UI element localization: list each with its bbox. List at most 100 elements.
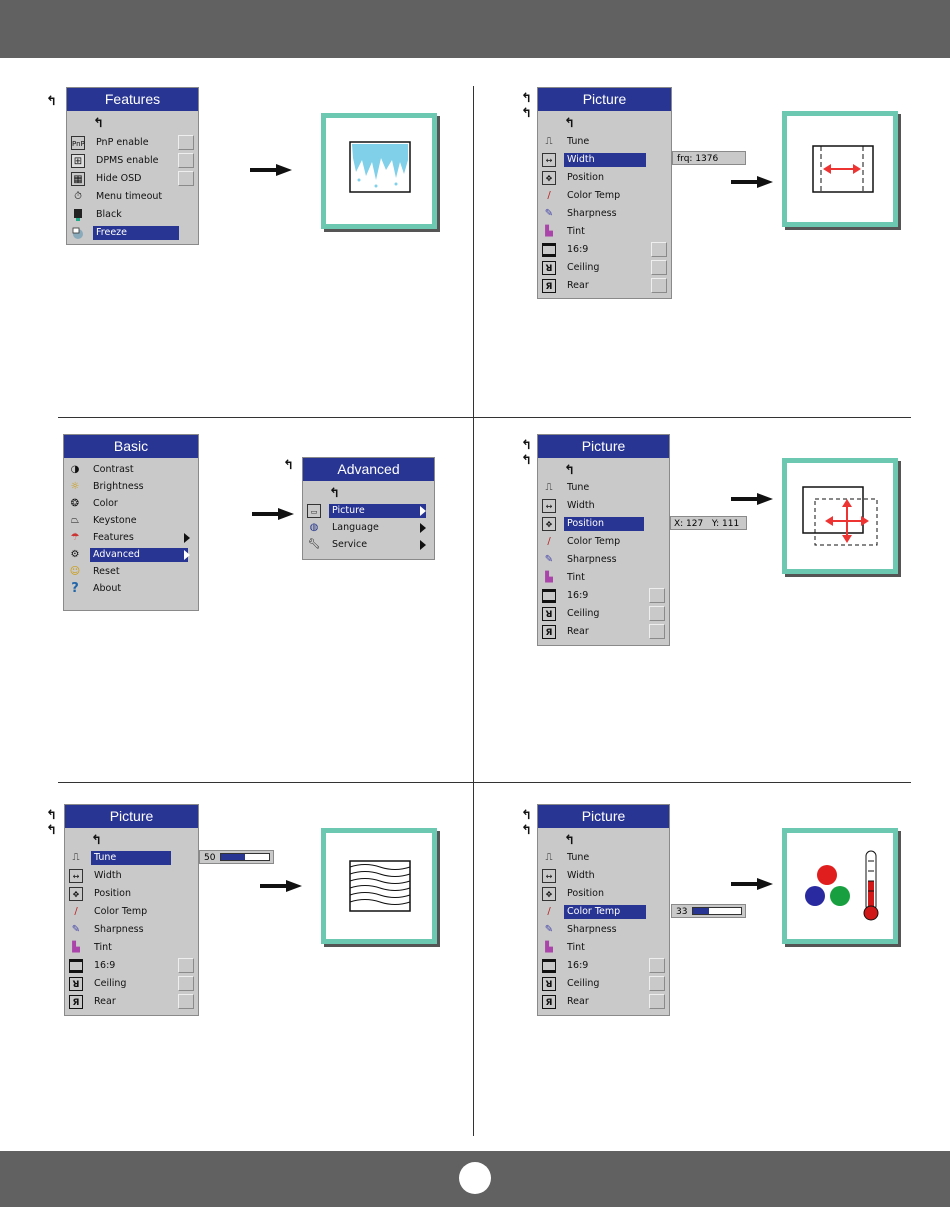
checkbox[interactable]	[178, 958, 194, 973]
menu-item-label: 16:9	[567, 244, 589, 255]
menu-item-tint[interactable]: ▙Tint	[538, 939, 669, 957]
back-icon[interactable]: ↰	[93, 116, 104, 131]
checkbox[interactable]	[649, 588, 665, 603]
menu-item-picture[interactable]: ▭Picture	[303, 502, 434, 520]
menu-item-advanced[interactable]: ⚙Advanced	[64, 546, 198, 564]
menu-item-features[interactable]: ☂Features	[64, 529, 198, 547]
menu-item-label: 16:9	[94, 960, 116, 971]
menu-item-contrast[interactable]: ◑Contrast	[64, 461, 198, 479]
menu-item-position[interactable]: ✥Position	[538, 169, 671, 187]
menu-item-hide-osd[interactable]: ▦ Hide OSD	[67, 170, 198, 188]
menu-item-color-temp[interactable]: /Color Temp	[65, 903, 198, 921]
menu-item-width[interactable]: ↔Width	[538, 497, 669, 515]
menu-item-tune[interactable]: ⎍Tune	[65, 849, 198, 867]
menu-item-keystone[interactable]: ⏢Keystone	[64, 512, 198, 530]
back-arrow-icon[interactable]: ↰	[521, 106, 532, 121]
menu-item-tint[interactable]: ▙Tint	[538, 223, 671, 241]
menu-item-black[interactable]: Black	[67, 206, 198, 224]
menu-item-color-temp[interactable]: /Color Temp	[538, 187, 671, 205]
right-arrow-icon	[731, 493, 773, 505]
checkbox[interactable]	[178, 153, 194, 168]
menu-item-sharpness[interactable]: ✎Sharpness	[65, 921, 198, 939]
checkbox[interactable]	[649, 624, 665, 639]
menu-item-reset[interactable]: ☺Reset	[64, 563, 198, 581]
checkbox[interactable]	[649, 606, 665, 621]
checkbox[interactable]	[178, 994, 194, 1009]
menu-item-color-temp[interactable]: /Color Temp	[538, 903, 669, 921]
menu-item-menu-timeout[interactable]: ⏱ Menu timeout	[67, 188, 198, 206]
menu-item-tint[interactable]: ▙Tint	[538, 569, 669, 587]
back-arrow-icon[interactable]: ↰	[46, 823, 57, 838]
menu-item-width[interactable]: ↔Width	[538, 867, 669, 885]
checkbox[interactable]	[651, 242, 667, 257]
menu-item-tune[interactable]: ⎍Tune	[538, 849, 669, 867]
menu-item-pnp-enable[interactable]: PnP PnP enable	[67, 134, 198, 152]
menu-item-16-9[interactable]: 16:9	[538, 957, 669, 975]
menu-item-label: 16:9	[567, 960, 589, 971]
tune-slider[interactable]: 50	[199, 850, 274, 864]
menu-item-color[interactable]: ❂Color	[64, 495, 198, 513]
thermometer-icon: /	[547, 906, 551, 917]
back-arrow-icon[interactable]: ↰	[521, 91, 532, 106]
menu-item-brightness[interactable]: ☼Brightness	[64, 478, 198, 496]
checkbox[interactable]	[649, 958, 665, 973]
menu-item-position[interactable]: ✥Position	[538, 885, 669, 903]
menu-item-freeze[interactable]: Freeze	[67, 224, 198, 242]
menu-item-language[interactable]: ◍Language	[303, 519, 434, 537]
checkbox[interactable]	[178, 135, 194, 150]
menu-item-sharpness[interactable]: ✎Sharpness	[538, 205, 671, 223]
checkbox[interactable]	[178, 171, 194, 186]
menu-item-16-9[interactable]: 16:9	[65, 957, 198, 975]
picture-menu: Picture ↰ ⎍Tune ↔Width ✥Position /Color …	[537, 434, 670, 646]
back-arrow-icon[interactable]: ↰	[521, 453, 532, 468]
menu-item-service[interactable]: 🔧︎Service	[303, 536, 434, 554]
back-arrow-icon[interactable]: ↰	[521, 808, 532, 823]
menu-item-width[interactable]: ↔Width	[65, 867, 198, 885]
menu-item-dpms-enable[interactable]: ⊞ DPMS enable	[67, 152, 198, 170]
menu-item-tint[interactable]: ▙Tint	[65, 939, 198, 957]
menu-item-label: Menu timeout	[96, 191, 163, 202]
checkbox[interactable]	[649, 976, 665, 991]
menu-item-position[interactable]: ✥Position	[538, 515, 669, 533]
back-arrow-icon[interactable]: ↰	[46, 94, 57, 109]
menu-item-color-temp[interactable]: /Color Temp	[538, 533, 669, 551]
checkbox[interactable]	[651, 278, 667, 293]
back-icon[interactable]: ↰	[564, 116, 575, 131]
back-icon[interactable]: ↰	[91, 833, 102, 848]
menu-item-label: 16:9	[567, 590, 589, 601]
menu-item-sharpness[interactable]: ✎Sharpness	[538, 921, 669, 939]
checkbox[interactable]	[649, 994, 665, 1009]
menu-item-tune[interactable]: ⎍Tune	[538, 133, 671, 151]
checkbox[interactable]	[178, 976, 194, 991]
back-arrow-icon[interactable]: ↰	[46, 808, 57, 823]
menu-item-label: Freeze	[93, 226, 179, 240]
color-temp-track[interactable]	[692, 907, 742, 915]
menu-item-width[interactable]: ↔Width	[538, 151, 671, 169]
color-temp-slider[interactable]: 33	[671, 904, 746, 918]
menu-item-tune[interactable]: ⎍Tune	[538, 479, 669, 497]
menu-item-16-9[interactable]: 16:9	[538, 587, 669, 605]
back-arrow-icon[interactable]: ↰	[283, 458, 294, 473]
menu-item-position[interactable]: ✥Position	[65, 885, 198, 903]
back-icon[interactable]: ↰	[564, 463, 575, 478]
ceiling-icon: ꓤ	[69, 977, 83, 991]
checkbox[interactable]	[651, 260, 667, 275]
back-arrow-icon[interactable]: ↰	[521, 823, 532, 838]
menu-item-label: Color Temp	[567, 190, 621, 201]
menu-item-16-9[interactable]: 16:9	[538, 241, 671, 259]
column-divider	[473, 86, 474, 1136]
tune-track[interactable]	[220, 853, 270, 861]
back-arrow-icon[interactable]: ↰	[521, 438, 532, 453]
back-icon[interactable]: ↰	[564, 833, 575, 848]
back-icon[interactable]: ↰	[329, 486, 340, 501]
menu-item-about[interactable]: ?About	[64, 580, 198, 598]
menu-item-sharpness[interactable]: ✎Sharpness	[538, 551, 669, 569]
